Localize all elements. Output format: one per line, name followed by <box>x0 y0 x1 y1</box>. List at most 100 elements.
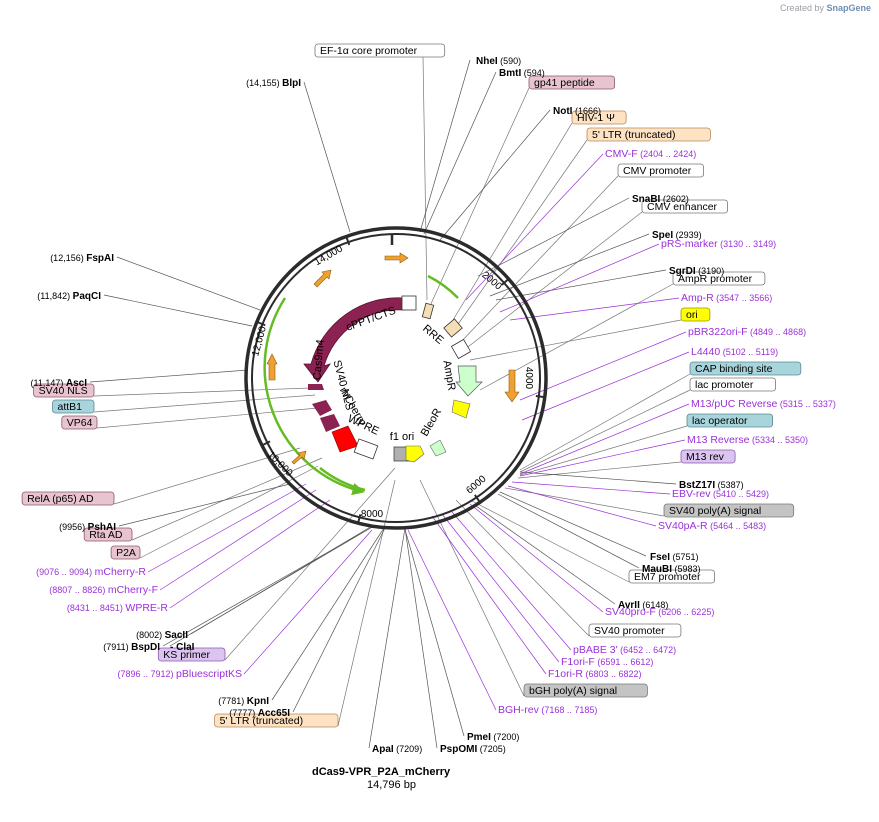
feature-label-box <box>110 545 141 560</box>
feature-label: 5' LTR (truncated) <box>220 715 304 727</box>
leader-line <box>495 269 667 301</box>
leader-line <box>368 527 406 749</box>
enzyme-label: (11,147) AscI <box>31 378 88 389</box>
leader-line <box>519 471 677 485</box>
enzyme-label: BstZ17I (5387) <box>679 480 744 491</box>
leader-line <box>431 515 547 675</box>
inner-feature-label: f1 ori <box>390 431 414 443</box>
leader-line <box>519 403 690 475</box>
enzyme-label: NheI (590) <box>476 56 521 67</box>
leader-line <box>465 153 604 301</box>
cas9m4-arrow <box>303 297 405 383</box>
leader-line <box>519 331 687 401</box>
feature-label: EF-1α core promoter <box>320 45 418 57</box>
arc-top-right <box>427 274 459 299</box>
orange-arrow-left <box>266 353 278 381</box>
leader-line <box>159 489 317 591</box>
snapgene-credit: Created by SnapGene <box>780 3 871 13</box>
leader-line <box>419 59 471 233</box>
inner-feature-label: SV40 NLS <box>330 359 355 412</box>
leader-line <box>469 319 682 361</box>
feature-label: bGH poly(A) signal <box>529 685 617 697</box>
f1ori-arrow <box>405 445 425 463</box>
primer-label: M13/pUC Reverse (5315 .. 5337) <box>691 398 836 410</box>
feature-label-box <box>689 361 802 376</box>
feature-label-box <box>52 399 95 414</box>
snapgene-logo: SnapGene <box>826 3 871 13</box>
inner-feature-label: Cas9m4 <box>311 339 327 381</box>
leader-line <box>519 439 686 477</box>
leader-line <box>147 483 307 573</box>
ruler-tick-label: 14,000 <box>313 243 345 268</box>
leader-line <box>271 527 385 701</box>
leader-line <box>519 425 688 476</box>
primer-label: (8431 .. 8451) WPRE-R <box>67 602 169 614</box>
feature-label: Rta AD <box>89 529 123 541</box>
plasmid-length: 14,796 bp <box>367 779 416 791</box>
feature-label-box <box>83 527 133 542</box>
ori-block <box>450 338 472 360</box>
feature-label-box <box>586 127 711 142</box>
primer-label: pBR322ori-F (4849 .. 4868) <box>688 326 806 338</box>
feature-label: lac operator <box>692 415 748 427</box>
feature-label: EM7 promoter <box>634 571 701 583</box>
feature-label-box <box>214 713 339 728</box>
leader-line <box>451 511 572 651</box>
feature-label: CMV enhancer <box>647 201 718 213</box>
ruler-tick-label: 4000 <box>523 367 534 390</box>
feature-label: KS primer <box>163 649 210 661</box>
primer-label: SV40pro-F (6206 .. 6225) <box>605 606 714 618</box>
enzyme-label: SpeI (2939) <box>652 230 702 241</box>
primer-label: (9076 .. 9094) mCherry-R <box>36 566 146 578</box>
feature-label: gp41 peptide <box>534 77 595 89</box>
leader-line <box>403 525 465 737</box>
primer-label: SV40pA-R (5464 .. 5483) <box>658 520 766 532</box>
leader-line <box>439 109 551 241</box>
primer-label: F1ori-R (6803 .. 6822) <box>548 668 642 680</box>
enzyme-label: (8002) SacII <box>136 630 188 641</box>
vp64-arrow <box>312 400 332 416</box>
primer-label: L4440 (5102 .. 5119) <box>691 346 778 358</box>
gp41-block <box>421 302 435 320</box>
leader-line <box>243 529 373 675</box>
enzyme-label: PspOMI (7205) <box>440 744 506 755</box>
feature-label: CMV promoter <box>623 165 692 177</box>
leader-lines <box>89 55 691 749</box>
enzyme-label: BmtI (594) <box>499 68 545 79</box>
feature-label-box <box>663 503 795 518</box>
leader-line <box>116 256 261 311</box>
leader-line <box>497 493 640 569</box>
leader-line <box>504 487 665 517</box>
leader-line <box>489 233 650 297</box>
leader-line <box>453 139 588 331</box>
ruler-tick <box>345 236 351 246</box>
ampr-arrow <box>455 365 483 397</box>
leader-line <box>441 513 560 663</box>
enzyme-label: (9956) PshAI <box>59 522 116 533</box>
feature-label: lac promoter <box>695 379 754 391</box>
leader-line <box>422 55 428 301</box>
rre-block <box>443 318 463 338</box>
enzyme-label: MauBI (5983) <box>642 564 701 575</box>
feature-label-box <box>33 383 95 398</box>
feature-label: RelA (p65) AD <box>27 493 94 505</box>
leader-line <box>407 529 497 711</box>
leader-line <box>507 485 657 527</box>
bleor-arrow <box>451 399 471 419</box>
leader-line <box>511 481 671 495</box>
leader-line <box>455 499 590 637</box>
feature-label-box <box>571 110 627 125</box>
enzyme-label: AvrII (6148) <box>618 600 668 611</box>
leader-line <box>521 351 690 421</box>
leader-line <box>475 505 616 605</box>
feature-label-box <box>628 569 715 584</box>
primer-label: Amp-R (3547 .. 3566) <box>681 292 772 304</box>
feature-label: M13 rev <box>686 451 725 463</box>
lentiviral-arc <box>263 297 365 496</box>
feature-label: SV40 poly(A) signal <box>669 505 761 517</box>
feature-label: CAP binding site <box>695 363 773 375</box>
primer-label: BGH-rev (7168 .. 7185) <box>498 704 597 716</box>
enzyme-label: ApaI (7209) <box>372 744 422 755</box>
feature-label-box <box>157 647 226 662</box>
